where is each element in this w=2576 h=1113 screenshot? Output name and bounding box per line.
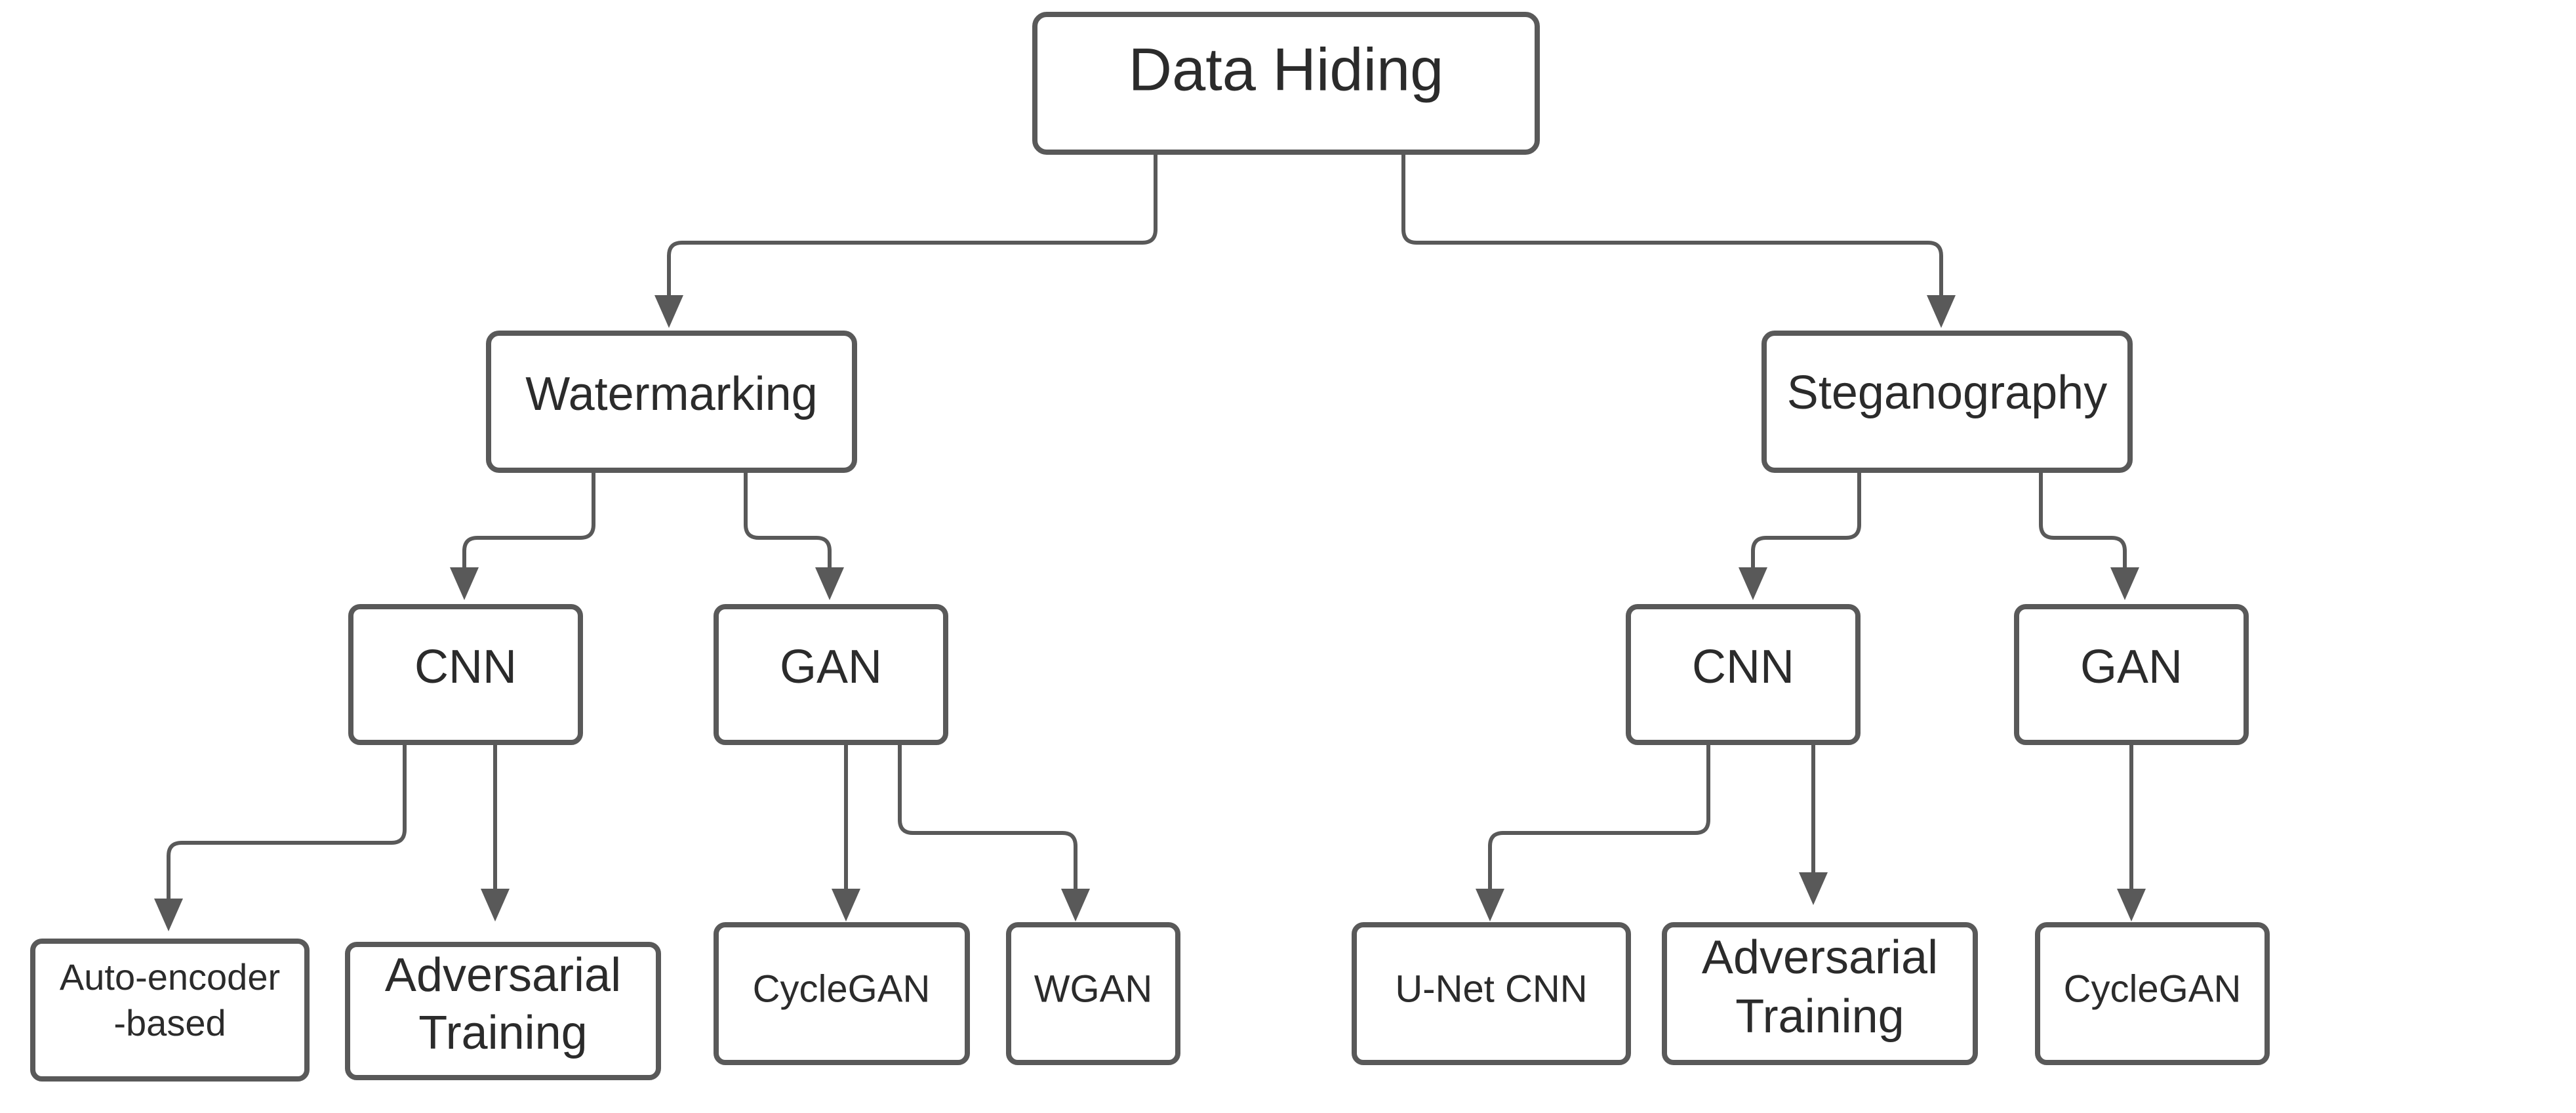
edge-watermarking-cnn (462, 470, 595, 571)
node-steganography-cnn-label: CNN (1692, 641, 1794, 693)
arrowhead-autoencoder (154, 899, 183, 931)
diagram-nodes: Data Hiding Watermarking Steganography C… (30, 12, 2270, 1082)
node-watermarking: Watermarking (486, 331, 857, 473)
arrowhead-wm-adversarial (481, 889, 510, 921)
arrowhead-watermarking-cnn (450, 567, 479, 600)
node-sg-adversarial-line2: Training (1735, 990, 1904, 1043)
node-watermarking-cnn: CNN (348, 604, 583, 745)
node-unet-cnn: U-Net CNN (1352, 922, 1631, 1065)
node-watermarking-gan-label: GAN (780, 641, 882, 693)
arrowhead-wm-cyclegan (832, 889, 860, 921)
node-data-hiding-label: Data Hiding (1129, 36, 1444, 103)
edge-sg-cnn-unet (1488, 742, 1710, 892)
node-auto-encoder-based: Auto-encoder -based (30, 939, 310, 1082)
edge-watermarking-gan (744, 470, 832, 571)
node-wm-cyclegan-label: CycleGAN (753, 967, 931, 1010)
node-steganography-cnn: CNN (1626, 604, 1861, 745)
node-wm-cyclegan: CycleGAN (714, 922, 970, 1065)
diagram-edges (154, 152, 2146, 931)
node-steganography: Steganography (1761, 331, 2133, 473)
arrowhead-watermarking (654, 295, 683, 328)
node-steganography-label: Steganography (1787, 367, 2107, 419)
arrowhead-sg-cyclegan (2117, 889, 2146, 921)
node-sg-adversarial-line1: Adversarial (1702, 931, 1938, 984)
node-data-hiding: Data Hiding (1032, 12, 1540, 155)
edge-root-steganography (1401, 152, 1943, 298)
arrowhead-steganography-cnn (1739, 567, 1767, 600)
node-watermarking-gan: GAN (714, 604, 948, 745)
node-sg-cyclegan-label: CycleGAN (2064, 967, 2242, 1010)
node-steganography-gan: GAN (2014, 604, 2249, 745)
node-sg-cyclegan: CycleGAN (2035, 922, 2270, 1065)
arrowhead-steganography-gan (2110, 567, 2139, 600)
node-auto-encoder-line2: -based (113, 1002, 226, 1043)
node-wgan-label: WGAN (1034, 967, 1152, 1010)
arrowhead-wgan (1061, 889, 1090, 921)
edge-steganography-cnn (1751, 470, 1861, 571)
edge-root-watermarking (667, 152, 1157, 298)
node-sg-adversarial-training: Adversarial Training (1662, 922, 1978, 1065)
arrowhead-unet (1476, 889, 1504, 921)
edge-wm-gan-wgan (898, 742, 1077, 892)
arrowhead-steganography (1927, 295, 1956, 328)
arrowhead-watermarking-gan (815, 567, 844, 600)
node-unet-cnn-label: U-Net CNN (1395, 967, 1587, 1010)
node-wm-adversarial-line1: Adversarial (385, 949, 621, 1002)
edge-wm-cnn-autoencoder (167, 742, 407, 902)
edge-steganography-gan (2039, 470, 2127, 571)
node-wgan: WGAN (1006, 922, 1180, 1065)
node-watermarking-cnn-label: CNN (414, 641, 517, 693)
node-wm-adversarial-line2: Training (418, 1007, 587, 1059)
node-watermarking-label: Watermarking (525, 368, 817, 420)
node-wm-adversarial-training: Adversarial Training (345, 942, 661, 1080)
arrowhead-sg-adversarial (1799, 872, 1828, 905)
node-auto-encoder-line1: Auto-encoder (60, 956, 280, 998)
node-steganography-gan-label: GAN (2080, 641, 2183, 693)
